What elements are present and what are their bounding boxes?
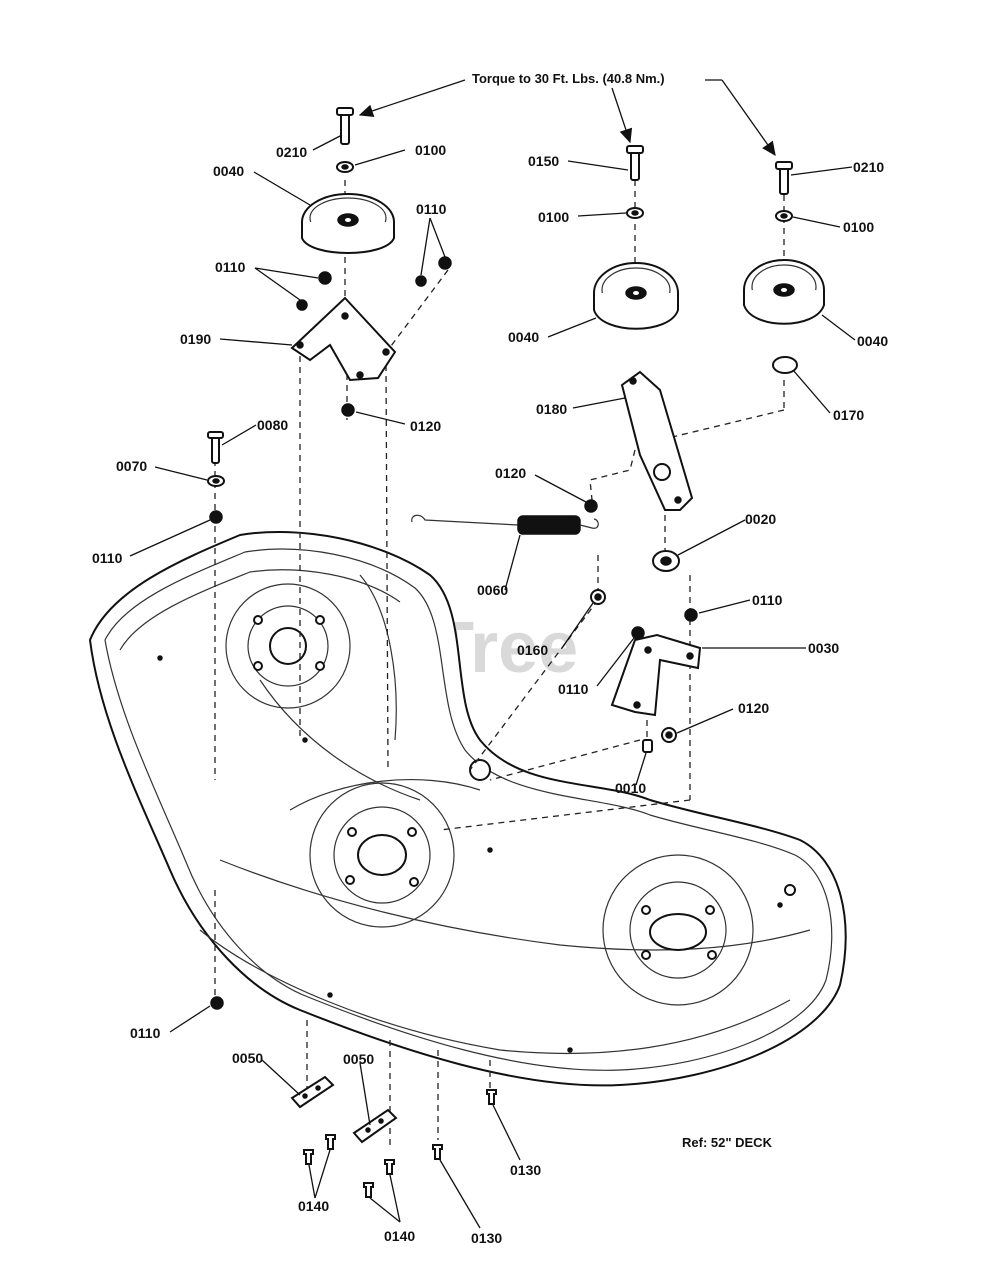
bolts-0130 bbox=[432, 1089, 497, 1160]
label-0110: 0110 bbox=[416, 201, 447, 217]
idler-arm-0180 bbox=[620, 370, 694, 511]
label-0130: 0130 bbox=[471, 1230, 502, 1246]
baffle-0050-right bbox=[352, 1108, 398, 1144]
nut-0110-deck-left bbox=[209, 510, 223, 524]
label-0160: 0160 bbox=[517, 642, 548, 658]
label-0040: 0040 bbox=[213, 163, 244, 179]
label-0080: 0080 bbox=[257, 417, 288, 433]
label-0010: 0010 bbox=[615, 780, 646, 796]
assembly-guide-lines bbox=[214, 180, 785, 1150]
label-0110: 0110 bbox=[558, 681, 589, 697]
label-0110: 0110 bbox=[215, 259, 246, 275]
baffle-0050-left bbox=[290, 1075, 335, 1109]
bracket-0030 bbox=[610, 633, 702, 717]
label-0100: 0100 bbox=[843, 219, 874, 235]
torque-note: Torque to 30 Ft. Lbs. (40.8 Nm.) bbox=[472, 71, 665, 86]
label-0070: 0070 bbox=[116, 458, 147, 474]
label-0120: 0120 bbox=[738, 700, 769, 716]
label-0120: 0120 bbox=[495, 465, 526, 481]
idler-pulley-0040-left bbox=[301, 193, 395, 254]
idler-pulley-0040-right bbox=[743, 259, 825, 325]
nuts-0110-left bbox=[296, 256, 452, 311]
mower-deck-housing bbox=[88, 530, 847, 1087]
washer-0100-right bbox=[775, 210, 793, 222]
spring-0060 bbox=[411, 514, 599, 535]
washer-0070 bbox=[207, 475, 225, 487]
label-0210: 0210 bbox=[853, 159, 884, 175]
bracket-0190 bbox=[290, 296, 397, 382]
label-0100: 0100 bbox=[538, 209, 569, 225]
bolt-0080 bbox=[207, 431, 224, 464]
spacer-0020 bbox=[652, 550, 680, 572]
label-0150: 0150 bbox=[528, 153, 559, 169]
label-0030: 0030 bbox=[808, 640, 839, 656]
left-spindle-mount bbox=[225, 583, 351, 709]
nut-0160 bbox=[590, 589, 606, 605]
label-0040: 0040 bbox=[508, 329, 539, 345]
bolt-0210-left bbox=[336, 107, 354, 145]
label-0190: 0190 bbox=[180, 331, 211, 347]
nut-0110-lower bbox=[210, 996, 224, 1010]
label-0110: 0110 bbox=[130, 1025, 161, 1041]
label-0130: 0130 bbox=[510, 1162, 541, 1178]
label-0060: 0060 bbox=[477, 582, 508, 598]
part-labels: 0210 0100 0040 0110 0110 0190 0120 0080 … bbox=[92, 142, 888, 1246]
nut-0120-bracket bbox=[661, 727, 677, 743]
nut-0120-left bbox=[341, 403, 355, 417]
nut-0120-arm bbox=[584, 499, 598, 513]
nut-0110-bracket bbox=[631, 608, 698, 640]
bolt-0150 bbox=[626, 145, 644, 181]
bolt-0010 bbox=[642, 739, 653, 753]
washer-0100-left bbox=[336, 161, 354, 173]
label-0110: 0110 bbox=[92, 550, 123, 566]
label-0020: 0020 bbox=[745, 511, 776, 527]
label-0110: 0110 bbox=[752, 592, 783, 608]
bolts-0140 bbox=[303, 1134, 395, 1198]
deck-reference: Ref: 52" DECK bbox=[682, 1135, 773, 1150]
torque-callout: Torque to 30 Ft. Lbs. (40.8 Nm.) bbox=[358, 71, 776, 157]
label-0180: 0180 bbox=[536, 401, 567, 417]
spacer-0170 bbox=[772, 356, 798, 374]
center-spindle-mount bbox=[309, 782, 455, 928]
label-0100: 0100 bbox=[415, 142, 446, 158]
right-spindle-mount bbox=[602, 854, 754, 1006]
label-0120: 0120 bbox=[410, 418, 441, 434]
label-0140: 0140 bbox=[384, 1228, 415, 1244]
idler-pulley-0040-center bbox=[593, 262, 679, 330]
bolt-0210-right bbox=[775, 161, 793, 195]
label-0170: 0170 bbox=[833, 407, 864, 423]
label-0050: 0050 bbox=[343, 1051, 374, 1067]
leader-lines bbox=[129, 134, 856, 1229]
washer-0100-center bbox=[626, 207, 644, 219]
label-0210: 0210 bbox=[276, 144, 307, 160]
label-0040: 0040 bbox=[857, 333, 888, 349]
label-0050: 0050 bbox=[232, 1050, 263, 1066]
label-0140: 0140 bbox=[298, 1198, 329, 1214]
